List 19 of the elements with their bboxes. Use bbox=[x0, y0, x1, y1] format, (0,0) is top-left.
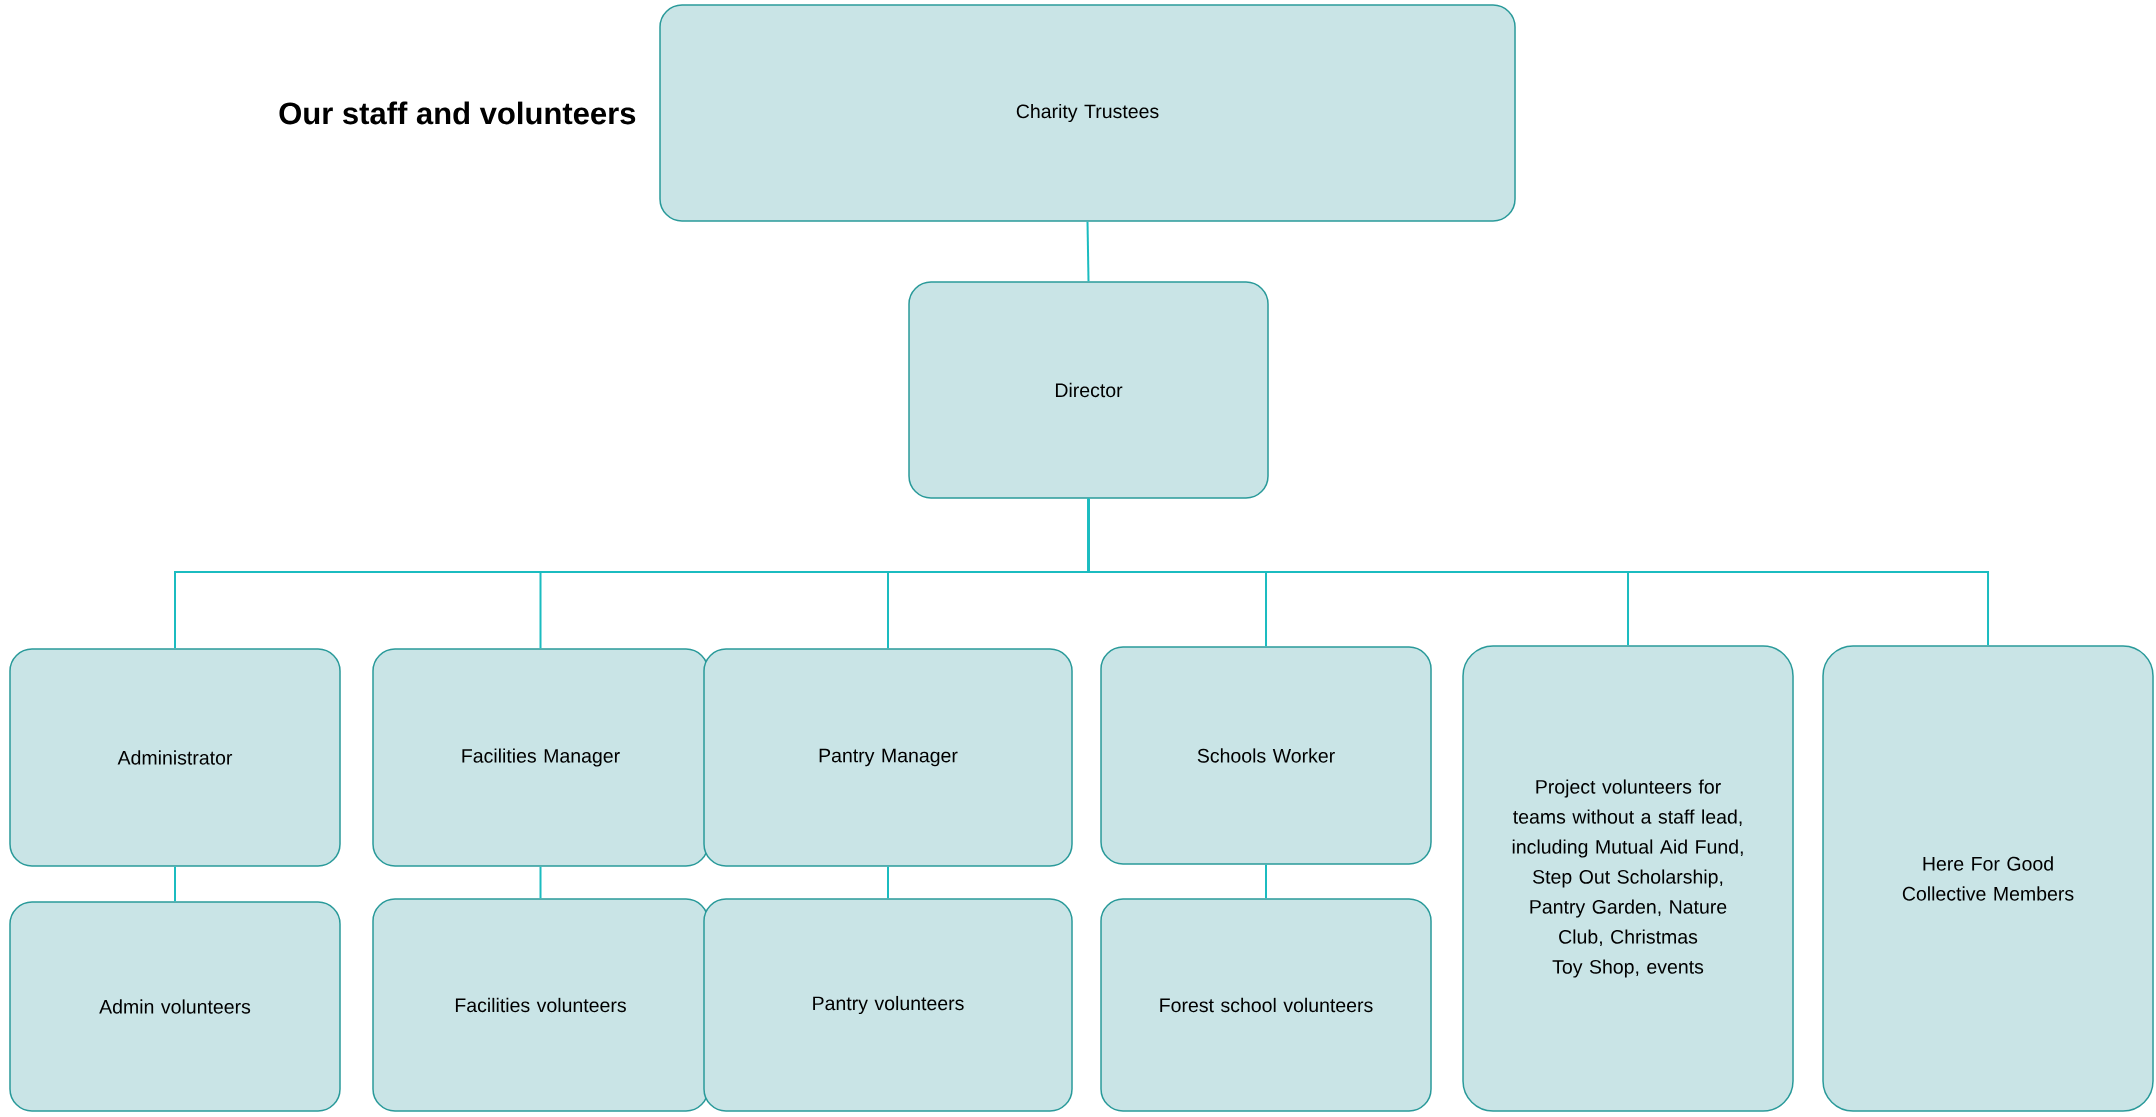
connector-line bbox=[174, 865, 176, 903]
org-box: Facilities Manager bbox=[372, 648, 709, 867]
org-box: Director bbox=[908, 281, 1269, 499]
org-box: Schools Worker bbox=[1100, 646, 1432, 865]
title: Our staff and volunteers bbox=[279, 101, 636, 125]
org-box: Facilities volunteers bbox=[372, 898, 709, 1112]
org-box: Here For Good Collective Members bbox=[1822, 645, 2154, 1112]
org-box: Project volunteers for teams without a staff lead, including Mutual Aid Fund, Step Out Scholarship, Pantry Garden, Nature Club, Christmas Toy Shop, events bbox=[1462, 645, 1794, 1112]
org-box: Administrator bbox=[9, 648, 341, 867]
connector-line bbox=[1087, 497, 1989, 647]
org-box: Charity Trustees bbox=[659, 4, 1516, 222]
org-box: Forest school volunteers bbox=[1100, 898, 1432, 1112]
connector-line bbox=[887, 865, 889, 900]
org-box: Pantry Manager bbox=[703, 648, 1073, 867]
org-box: Pantry volunteers bbox=[703, 898, 1073, 1112]
connector-line bbox=[539, 865, 542, 900]
connector-line bbox=[1265, 863, 1267, 900]
org-box: Admin volunteers bbox=[9, 901, 341, 1112]
connector-line bbox=[1086, 220, 1090, 283]
